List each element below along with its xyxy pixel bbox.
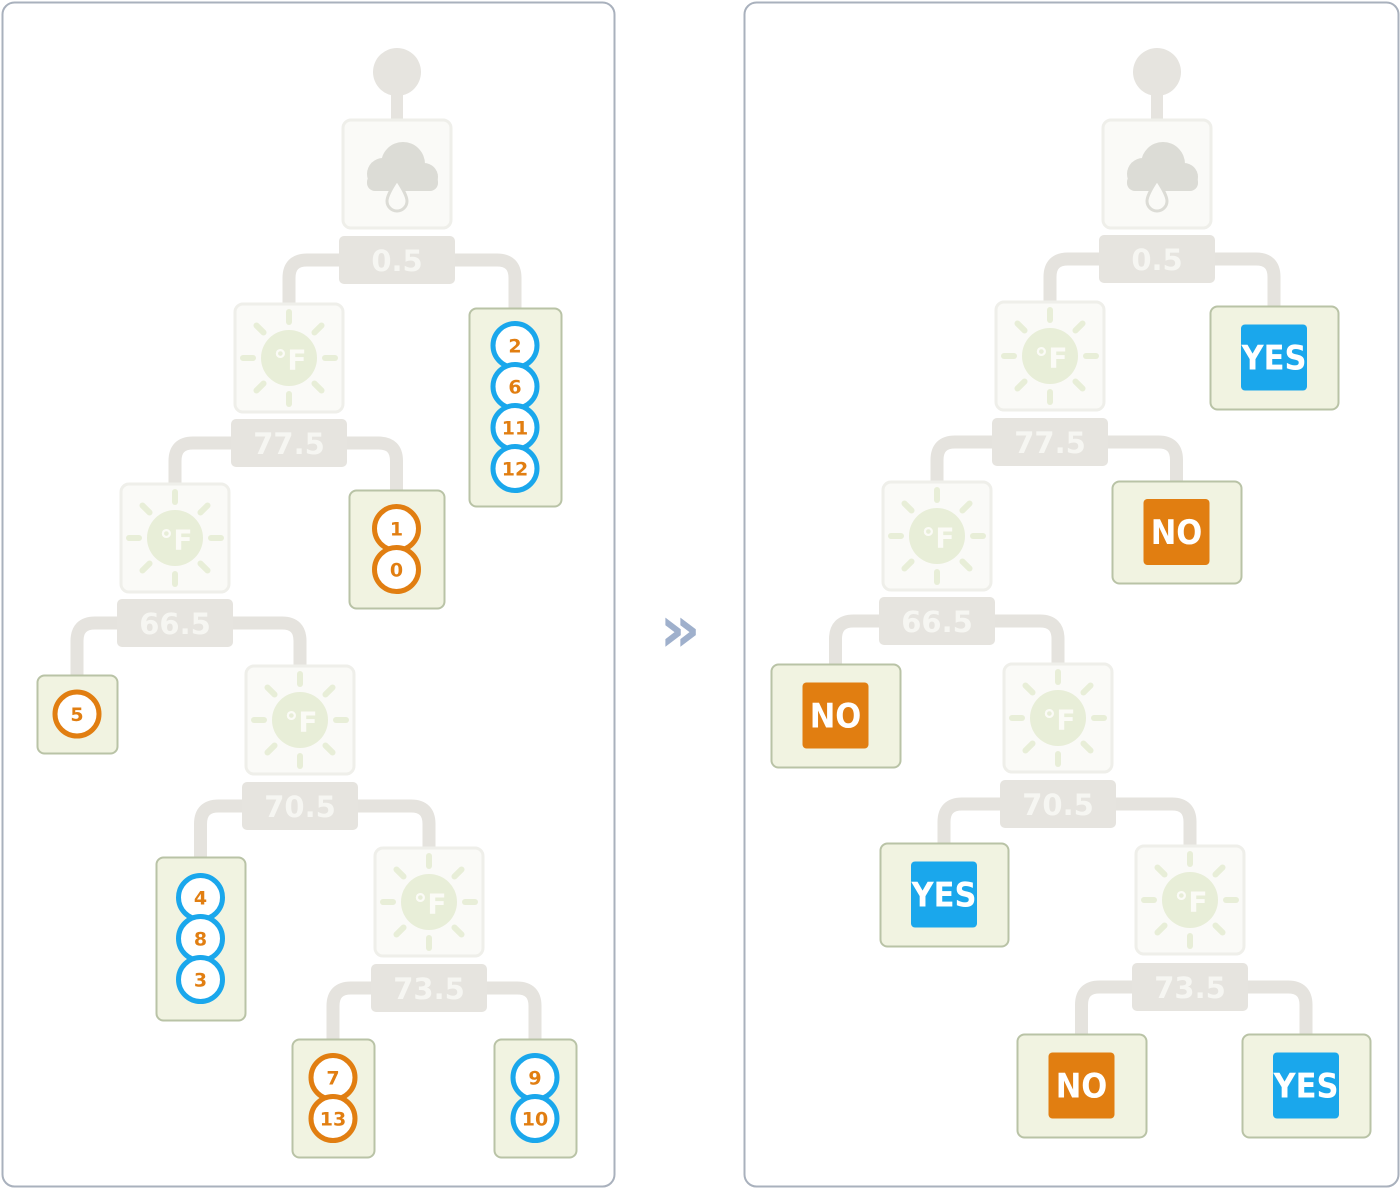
- right-leaf-node: NO: [1111, 480, 1243, 585]
- right-split-threshold: 70.5: [1000, 780, 1116, 828]
- sample-circle: [176, 955, 225, 1004]
- right-sun-fahrenheit-icon: °F: [881, 480, 993, 592]
- left-root-node: [373, 48, 421, 96]
- sample-label: 9: [528, 1068, 541, 1090]
- sample-label: 10: [522, 1109, 548, 1131]
- left-leaf-node: 10: [348, 489, 446, 610]
- right-root-node: [1133, 48, 1181, 96]
- sample-label: 4: [194, 888, 207, 910]
- right-split-threshold-label: 73.5: [1154, 971, 1226, 1005]
- svg-text:°F: °F: [1042, 704, 1075, 737]
- left-leaf-node: 9 10: [493, 1038, 578, 1159]
- class-label: NO: [1056, 1067, 1108, 1107]
- right-sun-fahrenheit-icon: °F: [1002, 662, 1114, 774]
- class-badge: [1273, 1052, 1339, 1119]
- left-sun-fahrenheit-icon: °F: [244, 664, 356, 776]
- class-label: YES: [910, 876, 976, 916]
- class-label: YES: [1272, 1067, 1338, 1107]
- left-leaf-node: 2 6 11 12: [468, 307, 563, 508]
- right-leaf-node: NO: [770, 663, 902, 769]
- right-split-threshold-label: 77.5: [1014, 426, 1086, 460]
- sample-label: 1: [390, 519, 403, 541]
- left-split-threshold-label: 70.5: [264, 790, 336, 824]
- sample-label: 3: [194, 970, 207, 992]
- left-split-threshold: 70.5: [242, 782, 358, 830]
- left-connectors: [70, 90, 542, 1043]
- sample-label: 2: [508, 336, 521, 358]
- class-label: YES: [1240, 339, 1306, 379]
- svg-text:°F: °F: [1174, 886, 1207, 919]
- class-badge: [1241, 324, 1307, 391]
- sample-label: 5: [70, 704, 83, 726]
- svg-text:°F: °F: [1034, 342, 1067, 375]
- right-sun-fahrenheit-icon: °F: [1134, 844, 1246, 956]
- left-sun-fahrenheit-icon: °F: [373, 846, 485, 958]
- sample-label: 8: [194, 929, 207, 951]
- left-sun-fahrenheit-icon: °F: [119, 482, 231, 594]
- left-root-threshold-label: 0.5: [371, 244, 422, 278]
- right-leaf-node: YES: [879, 842, 1010, 948]
- sample-label: 11: [502, 418, 528, 440]
- class-badge: [802, 682, 869, 749]
- sample-circle: [372, 545, 421, 594]
- right-split-threshold: 77.5: [992, 418, 1108, 466]
- right-leaf-node: NO: [1016, 1033, 1148, 1139]
- left-split-threshold-label: 73.5: [393, 972, 465, 1006]
- sample-label: 13: [320, 1109, 346, 1131]
- sample-circle: [52, 689, 102, 739]
- right-leaf-node: YES: [1209, 305, 1340, 411]
- left-panel: [1, 1, 616, 1188]
- svg-text:°F: °F: [159, 524, 192, 557]
- left-split-threshold-label: 77.5: [253, 427, 325, 461]
- right-split-threshold-label: 66.5: [901, 605, 973, 639]
- sample-label: 0: [390, 560, 403, 582]
- right-split-threshold: 73.5: [1132, 963, 1248, 1011]
- left-rain-cloud-icon: [341, 118, 453, 230]
- svg-text:°F: °F: [413, 888, 446, 921]
- right-connectors: [829, 90, 1313, 1038]
- sample-circle: [490, 444, 540, 493]
- left-root-threshold: 0.5: [339, 236, 455, 284]
- svg-text:°F: °F: [284, 706, 317, 739]
- right-root-threshold-label: 0.5: [1131, 243, 1182, 277]
- right-root-threshold: 0.5: [1099, 235, 1215, 283]
- class-badge: [1143, 499, 1210, 565]
- left-split-threshold-label: 66.5: [139, 607, 211, 641]
- class-label: NO: [1151, 513, 1203, 553]
- right-leaf-node: YES: [1241, 1033, 1372, 1139]
- class-badge: [1048, 1052, 1115, 1119]
- sample-label: 7: [326, 1068, 339, 1090]
- left-leaf-node: 4 8 3: [155, 856, 247, 1022]
- sample-circle: [510, 1094, 560, 1143]
- left-leaf-node: 5: [36, 674, 119, 755]
- right-sun-fahrenheit-icon: °F: [994, 300, 1106, 412]
- sample-circle: [308, 1094, 358, 1143]
- left-split-threshold: 77.5: [231, 419, 347, 467]
- svg-text:°F: °F: [273, 344, 306, 377]
- svg-text:°F: °F: [921, 522, 954, 555]
- left-tree: 0.5°F77.5°F66.5°F70.5°F73.52611121054837…: [36, 48, 578, 1159]
- left-split-threshold: 73.5: [371, 964, 487, 1012]
- right-rain-cloud-icon: [1101, 118, 1213, 230]
- sample-label: 12: [502, 459, 528, 481]
- sample-label: 6: [508, 377, 521, 399]
- left-split-threshold: 66.5: [117, 599, 233, 647]
- double-chevron-right-icon: »: [659, 593, 701, 667]
- left-sun-fahrenheit-icon: °F: [233, 302, 345, 414]
- class-label: NO: [810, 697, 862, 737]
- right-split-threshold: 66.5: [879, 597, 995, 645]
- right-split-threshold-label: 70.5: [1022, 788, 1094, 822]
- left-leaf-node: 7 13: [291, 1038, 376, 1159]
- class-badge: [911, 861, 977, 928]
